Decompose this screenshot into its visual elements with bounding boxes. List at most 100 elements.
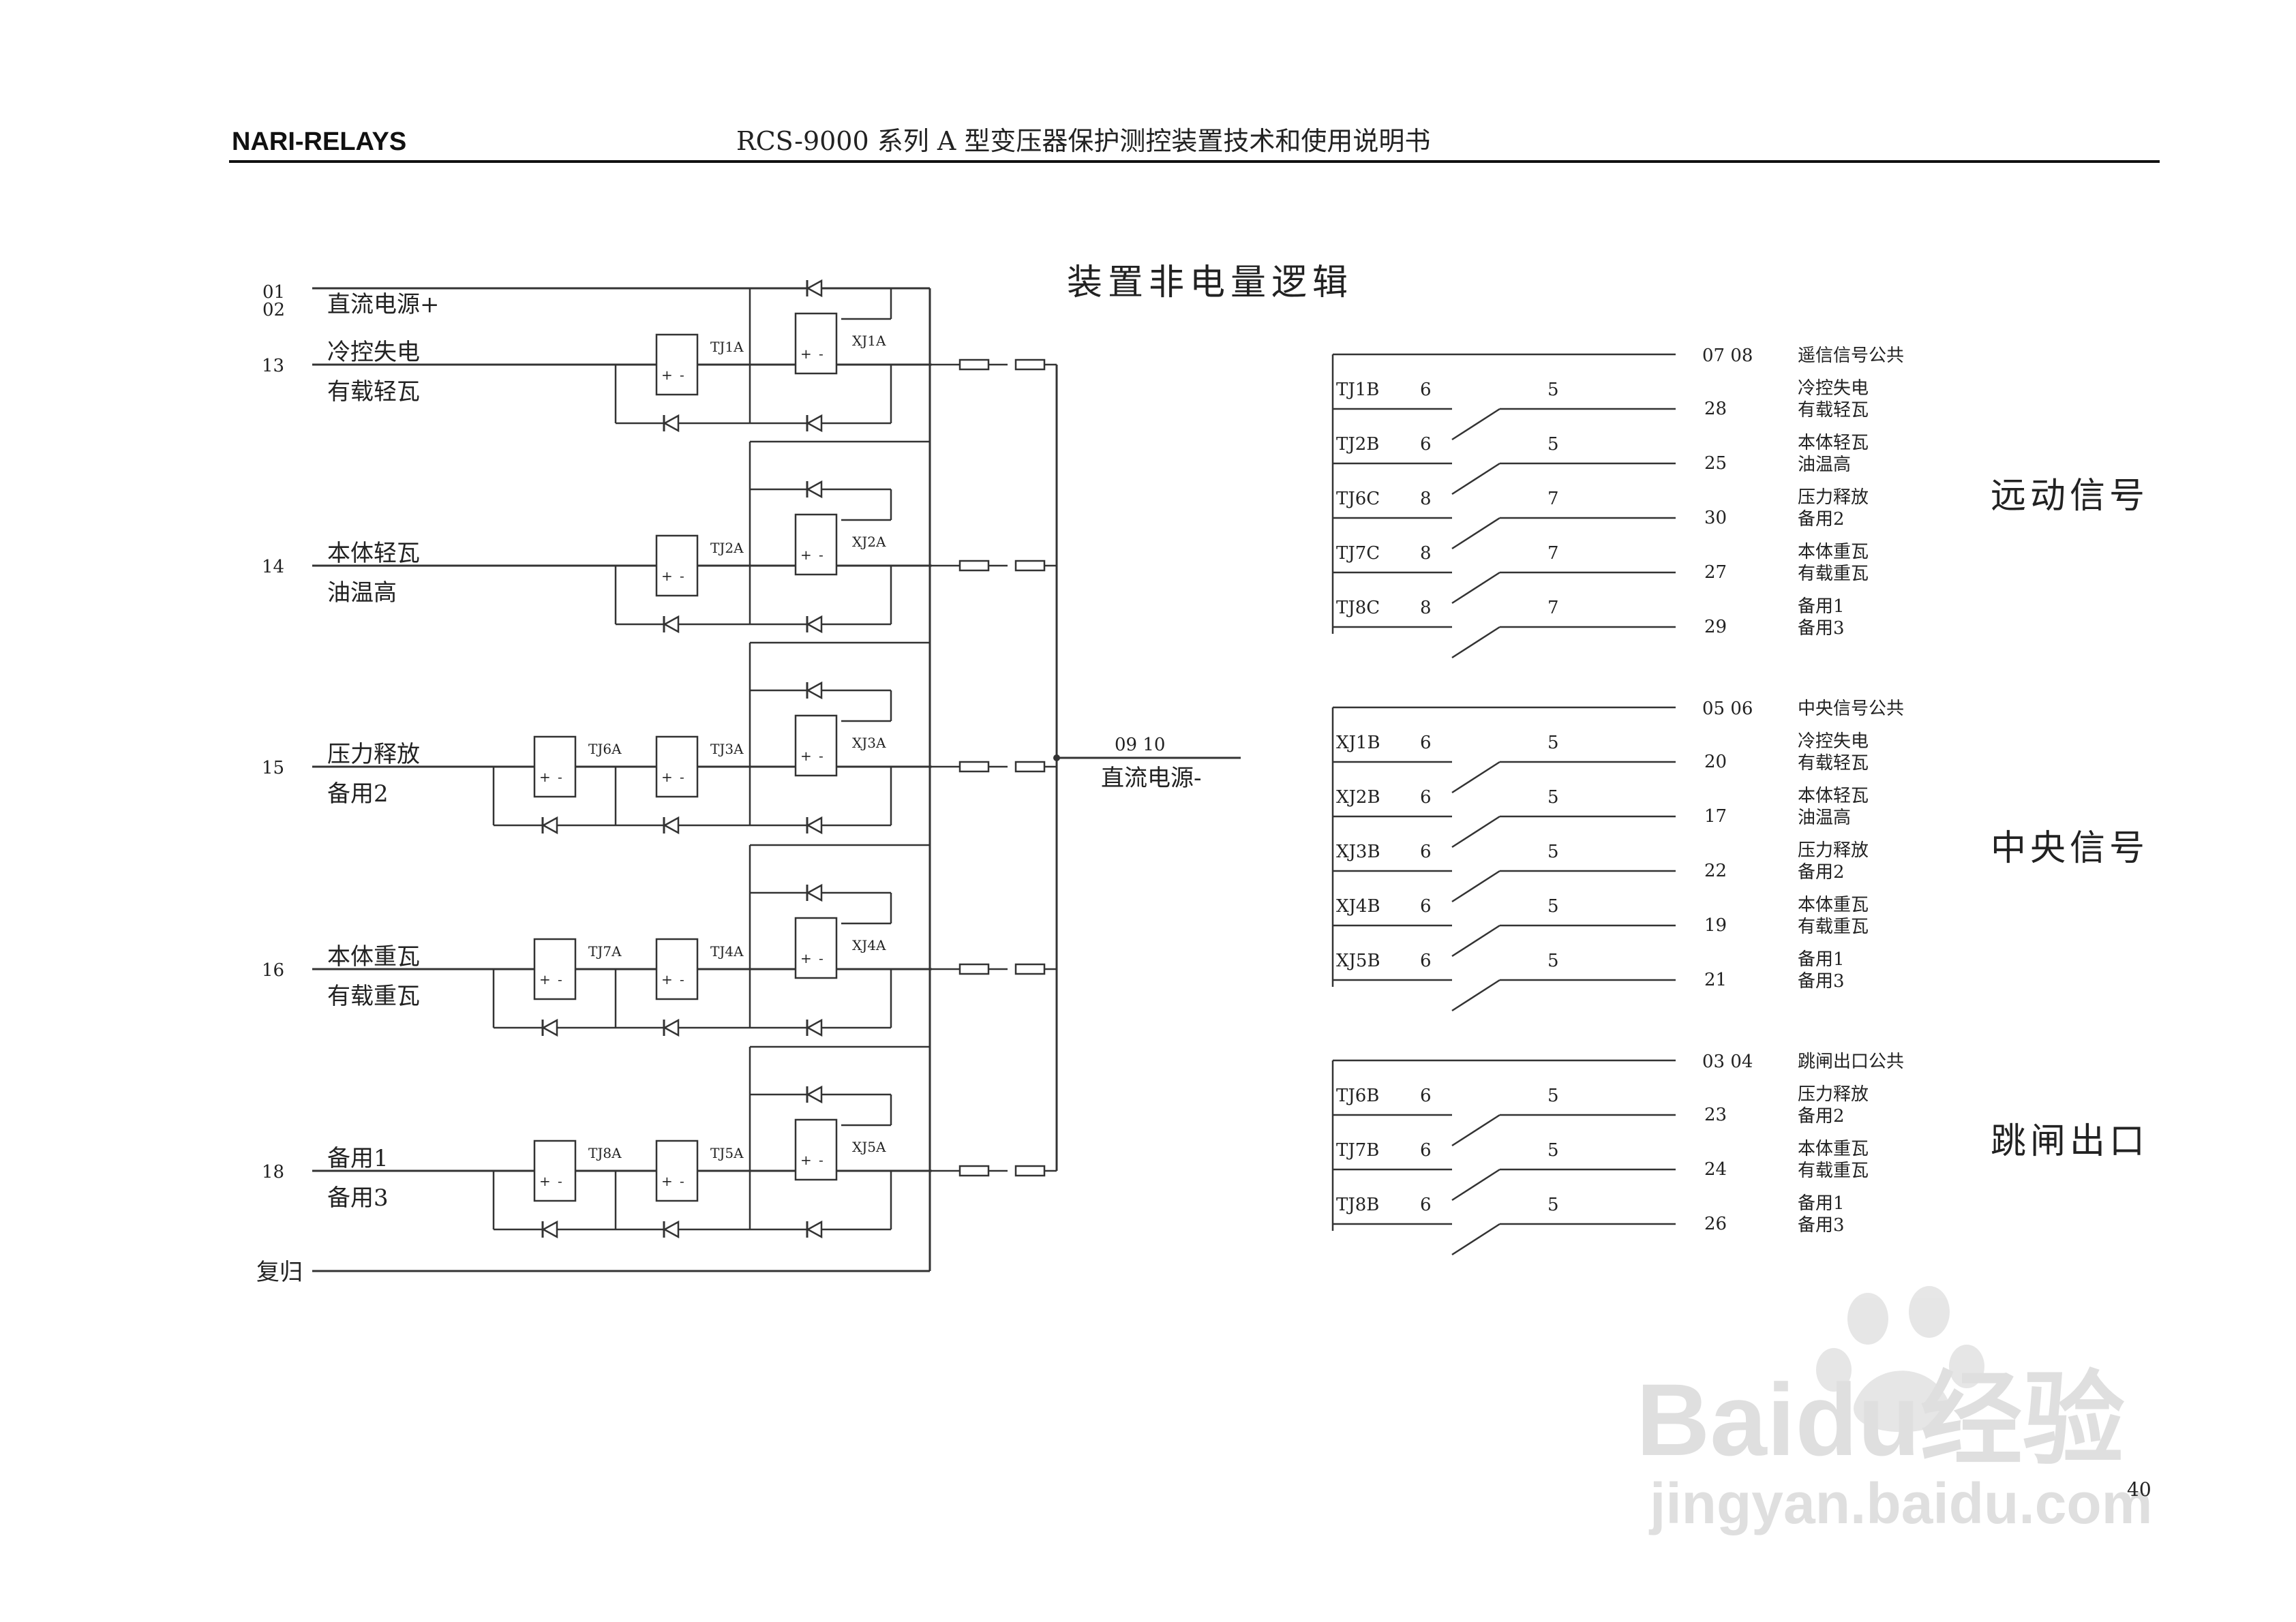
output-terminal: 19 [1704,915,1727,936]
output-terminal: 23 [1704,1105,1727,1125]
input-terminal: 13 [262,356,284,376]
resistor-icon [1014,560,1046,572]
group-name: 远动信号 [1991,476,2149,517]
contact-pin-b: 5 [1547,380,1559,400]
contact-blade [1451,815,1500,848]
trip-relay-coil: +- [655,735,699,798]
diode-icon [806,816,823,835]
coil-minus-mark: - [680,367,684,383]
output-terminal: 27 [1704,562,1727,583]
output-label-1: 冷控失电 [1798,378,1869,399]
diode-triangle [806,279,823,298]
input-label-1: 本体轻瓦 [327,540,420,567]
group-name: 跳闸出口 [1991,1121,2149,1162]
diode-icon [663,615,680,634]
contact-pin-b: 5 [1547,1195,1559,1215]
resistor-icon [958,1165,990,1177]
trip-relay-label: TJ2A [710,540,744,556]
output-label-2: 有载重瓦 [1798,1161,1869,1181]
output-label-1: 压力释放 [1798,840,1869,861]
relay-coil-box [533,938,577,1000]
input-label-2: 备用2 [327,780,389,808]
coil-plus-mark: + [661,568,673,584]
input-label-1: 本体重瓦 [327,943,420,970]
contact-id: XJ5B [1336,951,1380,971]
dc-negative-label: 直流电源- [1101,765,1202,792]
signal-relay-label: XJ1A [852,333,886,349]
output-label-1: 压力释放 [1798,487,1869,508]
trip-relay-label: TJ8A [588,1145,622,1161]
output-label-1: 本体重瓦 [1798,895,1869,915]
common-terminals: 07 08 [1702,346,1753,366]
coil-minus-mark: - [819,748,824,764]
contact-pin-a: 8 [1420,489,1432,509]
contact-id: TJ2B [1336,434,1379,455]
contact-blade [1451,626,1500,659]
output-terminal: 26 [1704,1214,1727,1234]
contact-blade [1451,517,1500,550]
output-label-1: 压力释放 [1798,1084,1869,1105]
diode-triangle [663,615,680,634]
common-label: 跳闸出口公共 [1798,1052,1904,1072]
contact-id: XJ4B [1336,896,1380,917]
relay-coil-box [655,333,699,396]
input-terminal: 18 [262,1162,284,1182]
contact-pin-b: 5 [1547,733,1559,753]
contact-id: XJ3B [1336,842,1380,862]
coil-plus-mark: + [539,769,551,785]
relay-coil-box [794,312,838,375]
diode-icon [806,1018,823,1037]
relay-coil-box [655,534,699,597]
contact-pin-a: 6 [1420,1140,1432,1161]
output-label-2: 油温高 [1798,808,1851,828]
contact-pin-a: 6 [1420,733,1432,753]
signal-relay-coil: +- [794,714,838,777]
page-number: 40 [2127,1478,2151,1501]
coil-plus-mark: + [539,1173,551,1189]
diode-icon [541,1018,558,1037]
trip-relay-label: TJ6A [588,741,622,757]
contact-pin-b: 5 [1547,787,1559,808]
input-label-2: 备用3 [327,1184,389,1212]
reset-label: 复归 [256,1259,303,1286]
signal-relay-coil: +- [794,1118,838,1181]
contact-pin-b: 5 [1547,951,1559,971]
output-label-2: 备用3 [1798,1215,1845,1236]
coil-minus-mark: - [558,971,562,988]
dc-negative-terminals: 09 10 [1115,735,1165,755]
coil-plus-mark: + [800,1152,812,1168]
resistor-icon [958,560,990,572]
document-title: RCS-9000 系列 A 型变压器保护测控装置技术和使用说明书 [736,126,1430,156]
contact-pin-a: 6 [1420,951,1432,971]
trip-relay-label: TJ3A [710,741,744,757]
contact-pin-b: 5 [1547,1140,1559,1161]
diode-icon [663,1018,680,1037]
contact-pin-a: 6 [1420,434,1432,455]
diode-triangle [806,1085,823,1104]
diode-triangle [806,883,823,902]
contact-pin-a: 6 [1420,1195,1432,1215]
output-label-1: 备用1 [1798,949,1845,970]
output-label-2: 有载轻瓦 [1798,400,1869,420]
coil-plus-mark: + [661,367,673,383]
signal-relay-label: XJ5A [852,1139,886,1155]
trip-relay-coil: +- [533,1139,577,1202]
common-terminals: 05 06 [1702,699,1753,719]
contact-blade [1451,761,1500,794]
coil-plus-mark: + [539,971,551,988]
coil-plus-mark: + [800,547,812,563]
diode-icon [806,681,823,700]
contact-blade [1451,870,1500,903]
common-label: 遥信信号公共 [1798,346,1904,366]
paw-logo [1816,1286,1984,1433]
diode-icon [663,1220,680,1239]
input-terminal: 14 [262,557,284,577]
